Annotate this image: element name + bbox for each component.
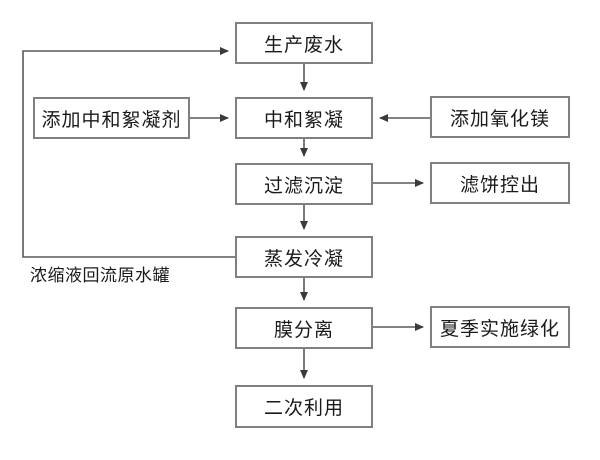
node-label: 中和絮凝 bbox=[263, 109, 344, 131]
node-label: 滤饼控出 bbox=[459, 174, 540, 196]
node-label: 夏季实施绿化 bbox=[439, 318, 560, 340]
node-evaporation-condensation[interactable]: 蒸发冷凝 bbox=[235, 236, 373, 278]
node-filtration-precipitation[interactable]: 过滤沉淀 bbox=[235, 163, 373, 205]
edge-label-concentrate-return: 浓缩液回流原水罐 bbox=[30, 266, 170, 285]
node-label: 生产废水 bbox=[263, 34, 344, 56]
node-membrane-separation[interactable]: 膜分离 bbox=[235, 307, 373, 349]
node-label: 膜分离 bbox=[273, 319, 334, 341]
connector-recycle-loop bbox=[22, 47, 235, 258]
node-neutralization-flocculation[interactable]: 中和絮凝 bbox=[235, 97, 373, 139]
node-label: 蒸发冷凝 bbox=[263, 248, 344, 270]
node-secondary-utilization[interactable]: 二次利用 bbox=[235, 385, 373, 428]
node-add-neutralizing-flocculant[interactable]: 添加中和絮凝剂 bbox=[33, 97, 190, 139]
node-summer-greening[interactable]: 夏季实施绿化 bbox=[430, 306, 570, 348]
node-filter-cake-discharge[interactable]: 滤饼控出 bbox=[430, 162, 570, 204]
node-production-wastewater[interactable]: 生产废水 bbox=[235, 22, 373, 64]
node-label: 添加氧化镁 bbox=[449, 108, 550, 130]
node-add-magnesium-oxide[interactable]: 添加氧化镁 bbox=[430, 96, 570, 138]
node-label: 过滤沉淀 bbox=[263, 175, 344, 197]
node-label: 添加中和絮凝剂 bbox=[41, 109, 182, 131]
node-label: 二次利用 bbox=[263, 398, 344, 419]
